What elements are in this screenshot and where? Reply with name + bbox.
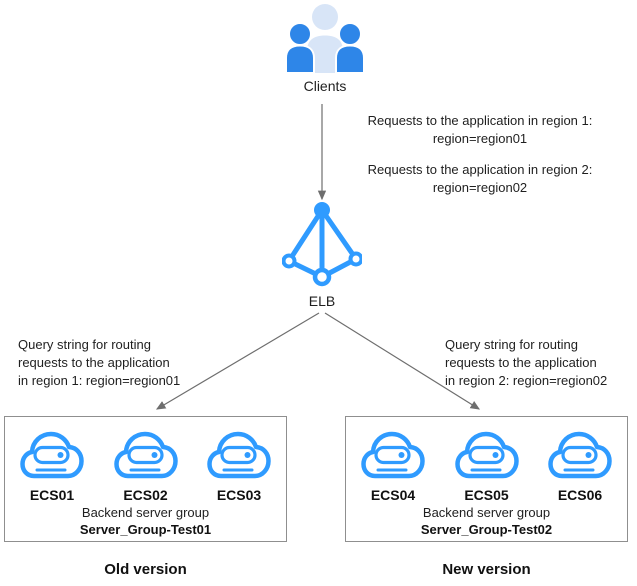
ecs-node: ECS03 xyxy=(203,427,275,503)
ecs-node: ECS01 xyxy=(16,427,88,503)
backend-group-name: Server_Group-Test02 xyxy=(420,522,553,537)
new-version-label: New version xyxy=(442,561,531,578)
old-version-label: Old version xyxy=(104,561,187,578)
ecs-label: ECS04 xyxy=(370,487,416,503)
elb-label: ELB xyxy=(308,293,336,309)
ecs-cloud-server-icon xyxy=(20,431,84,479)
backend-group-caption: Backend server group xyxy=(422,505,551,520)
ecs-cloud-server-icon xyxy=(113,431,178,479)
arrow-elb-to-old-group xyxy=(155,312,320,410)
backend-group-name: Server_Group-Test01 xyxy=(79,522,212,537)
ecs-label: ECS02 xyxy=(123,487,168,503)
ecs-label: ECS03 xyxy=(216,487,262,503)
clients-icon xyxy=(285,4,365,73)
ecs-cloud-server-icon xyxy=(361,431,425,479)
backend-group-box-old: ECS01 ECS02 ECS03 Backend server group S… xyxy=(4,416,287,542)
ecs-node: ECS02 xyxy=(110,427,182,503)
clients-label: Clients xyxy=(303,78,347,94)
query-string-annotation-region1: Query string for routing requests to the… xyxy=(18,337,181,388)
arrow-elb-to-new-group xyxy=(324,312,481,410)
person-front-left xyxy=(285,22,315,73)
person-back xyxy=(307,4,343,73)
backend-group-box-new: ECS04 ECS05 ECS06 Backend server group S… xyxy=(345,416,628,542)
ecs-row: ECS01 ECS02 ECS03 xyxy=(5,417,286,503)
request-region1-text: Requests to the application in region 1:… xyxy=(367,113,593,146)
person-front-right xyxy=(335,22,365,73)
elb-icon xyxy=(282,202,362,287)
ecs-label: ECS01 xyxy=(29,487,75,503)
backend-group-caption: Backend server group xyxy=(81,505,210,520)
ecs-node: ECS06 xyxy=(544,427,616,503)
ecs-label: ECS05 xyxy=(464,487,509,503)
ecs-cloud-server-icon xyxy=(454,431,519,479)
ecs-row: ECS04 ECS05 ECS06 xyxy=(346,417,627,503)
ecs-cloud-server-icon xyxy=(548,431,612,479)
request-region2-text: Requests to the application in region 2:… xyxy=(367,162,593,195)
ecs-node: ECS04 xyxy=(357,427,429,503)
query-string-annotation-region2: Query string for routing requests to the… xyxy=(445,337,608,388)
request-annotation: Requests to the application in region 1:… xyxy=(330,112,630,210)
ecs-cloud-server-icon xyxy=(207,431,271,479)
ecs-label: ECS06 xyxy=(557,487,603,503)
ecs-node: ECS05 xyxy=(451,427,523,503)
